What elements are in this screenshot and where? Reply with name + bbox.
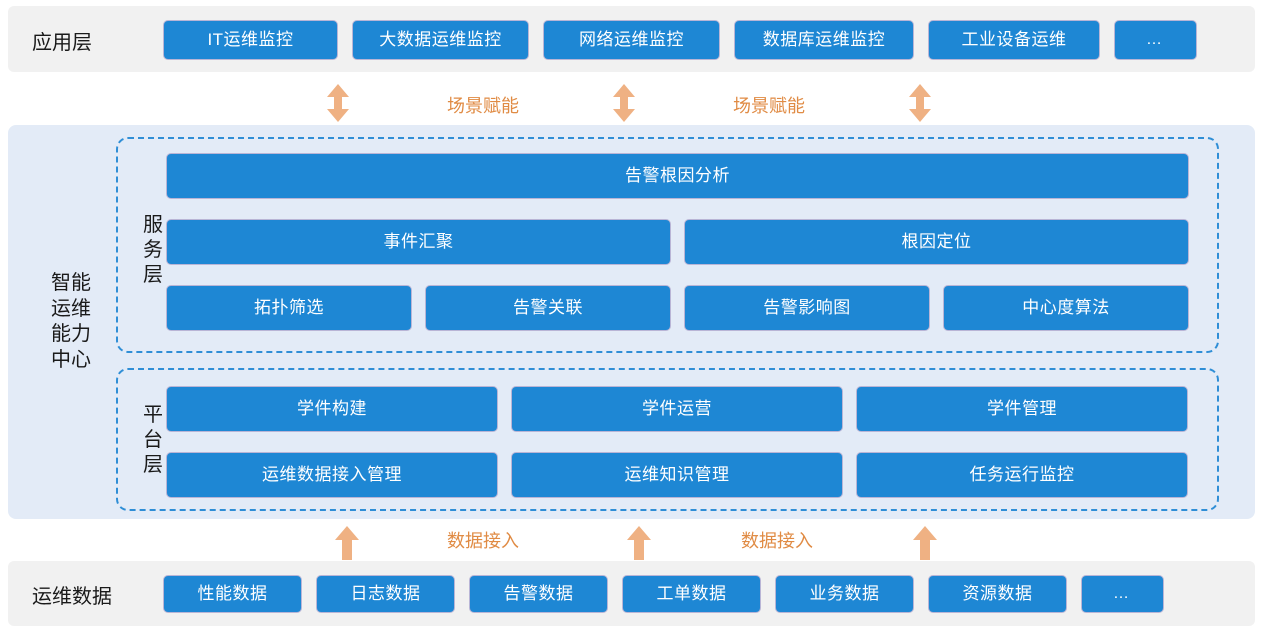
- intelligent-ops-center-label: 智能 运维 能力 中心: [30, 271, 112, 373]
- platform-learnware-operation[interactable]: 学件运营: [511, 386, 843, 432]
- scene-empower-arrow-3: [908, 84, 932, 122]
- center-label-line-4: 中心: [51, 348, 91, 371]
- app-item-it-ops[interactable]: IT运维监控: [163, 20, 338, 60]
- platform-layer-label: 平 台 层: [136, 403, 170, 478]
- data-item-resource[interactable]: 资源数据: [928, 575, 1067, 613]
- app-item-industrial-ops[interactable]: 工业设备运维: [928, 20, 1100, 60]
- service-layer-label: 服 务 层: [136, 213, 170, 288]
- data-item-more[interactable]: …: [1081, 575, 1164, 613]
- service-label-line-2: 务: [143, 239, 163, 261]
- service-alarm-root-cause-analysis[interactable]: 告警根因分析: [166, 153, 1189, 199]
- service-row-3: 拓扑筛选 告警关联 告警影响图 中心度算法: [166, 285, 1189, 331]
- data-ingest-label-1: 数据接入: [447, 531, 519, 551]
- service-topology-filter[interactable]: 拓扑筛选: [166, 285, 412, 331]
- data-item-business[interactable]: 业务数据: [775, 575, 914, 613]
- application-layer-band: 应用层 IT运维监控 大数据运维监控 网络运维监控 数据库运维监控 工业设备运维…: [8, 6, 1255, 72]
- service-event-aggregation[interactable]: 事件汇聚: [166, 219, 671, 265]
- platform-label-line-1: 平: [143, 404, 163, 426]
- data-ingest-label-2: 数据接入: [741, 531, 813, 551]
- platform-row-2: 运维数据接入管理 运维知识管理 任务运行监控: [166, 452, 1188, 498]
- application-layer-label: 应用层: [32, 32, 92, 54]
- data-layer-band: 运维数据 性能数据 日志数据 告警数据 工单数据 业务数据 资源数据 …: [8, 561, 1255, 626]
- platform-task-run-monitor[interactable]: 任务运行监控: [856, 452, 1188, 498]
- app-item-more[interactable]: …: [1114, 20, 1197, 60]
- app-item-bigdata-ops[interactable]: 大数据运维监控: [352, 20, 529, 60]
- app-item-database-ops[interactable]: 数据库运维监控: [734, 20, 914, 60]
- service-layer-zone: [116, 137, 1219, 353]
- data-ingest-arrow-3: [912, 526, 938, 560]
- center-label-line-3: 能力: [51, 323, 91, 345]
- intelligent-ops-center: 智能 运维 能力 中心 服 务 层 告警根因分析 事件汇聚 根因定位 拓扑筛选 …: [8, 125, 1255, 519]
- scene-empower-label-1: 场景赋能: [447, 96, 519, 116]
- application-layer-items: IT运维监控 大数据运维监控 网络运维监控 数据库运维监控 工业设备运维 …: [163, 20, 1197, 60]
- platform-learnware-management[interactable]: 学件管理: [856, 386, 1188, 432]
- service-row-1: 告警根因分析: [166, 153, 1189, 199]
- center-label-line-1: 智能: [51, 271, 91, 294]
- platform-layer-zone: [116, 368, 1219, 511]
- data-ingest-arrow-1: [334, 526, 360, 560]
- data-layer-items: 性能数据 日志数据 告警数据 工单数据 业务数据 资源数据 …: [163, 575, 1164, 613]
- scene-empower-label-2: 场景赋能: [733, 96, 805, 116]
- service-row-2: 事件汇聚 根因定位: [166, 219, 1189, 265]
- data-ingest-arrow-2: [626, 526, 652, 560]
- service-alarm-correlation[interactable]: 告警关联: [425, 285, 671, 331]
- scene-empower-arrow-1: [326, 84, 350, 122]
- scene-empower-arrow-2: [612, 84, 636, 122]
- platform-ops-data-ingest-mgmt[interactable]: 运维数据接入管理: [166, 452, 498, 498]
- service-alarm-impact-graph[interactable]: 告警影响图: [684, 285, 930, 331]
- data-item-performance[interactable]: 性能数据: [163, 575, 302, 613]
- service-root-cause-location[interactable]: 根因定位: [684, 219, 1189, 265]
- platform-label-line-2: 台: [143, 429, 163, 451]
- data-item-log[interactable]: 日志数据: [316, 575, 455, 613]
- platform-learnware-build[interactable]: 学件构建: [166, 386, 498, 432]
- platform-label-line-3: 层: [143, 454, 163, 476]
- center-label-line-2: 运维: [51, 297, 91, 320]
- data-item-alarm[interactable]: 告警数据: [469, 575, 608, 613]
- platform-ops-knowledge-mgmt[interactable]: 运维知识管理: [511, 452, 843, 498]
- platform-row-1: 学件构建 学件运营 学件管理: [166, 386, 1188, 432]
- data-item-ticket[interactable]: 工单数据: [622, 575, 761, 613]
- service-centrality-algorithm[interactable]: 中心度算法: [943, 285, 1189, 331]
- service-label-line-1: 服: [143, 214, 163, 236]
- data-layer-label: 运维数据: [32, 586, 112, 608]
- app-item-network-ops[interactable]: 网络运维监控: [543, 20, 720, 60]
- service-label-line-3: 层: [143, 264, 163, 286]
